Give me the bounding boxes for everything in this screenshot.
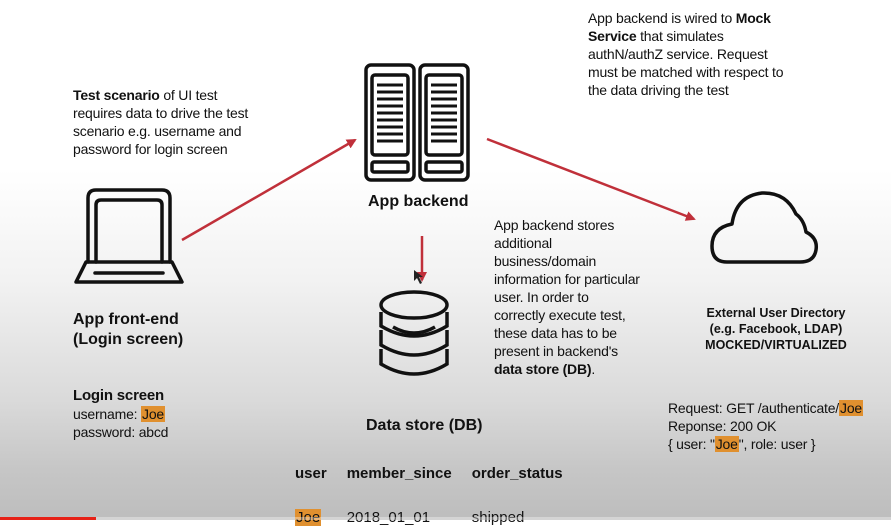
test-scenario-line2: requires data to drive the test [73, 105, 249, 121]
mock-note-bold1: Mock [735, 10, 771, 26]
table-row: Joe 2018_01_01 shipped [295, 486, 583, 526]
frontend-title-line1: App front-end [73, 311, 179, 328]
test-scenario-lead: Test scenario [73, 87, 160, 103]
mouse-cursor-icon [414, 270, 423, 284]
backend-title: App backend [368, 193, 469, 210]
ext-line2: (e.g. Facebook, LDAP) [709, 322, 843, 336]
mock-note-line1: App backend is wired to [588, 10, 736, 26]
ext-line3: MOCKED/VIRTUALIZED [705, 338, 847, 352]
ds-note-line6: correctly execute test, [494, 307, 626, 323]
table-header-row: user member_since order_status [295, 460, 583, 486]
mock-request-response: Request: GET /authenticate/Joe Reponse: … [668, 399, 863, 453]
video-progress-bar[interactable] [0, 517, 891, 520]
test-scenario-line3: scenario e.g. username and [73, 123, 242, 139]
ds-note-bold: data store (DB) [494, 361, 592, 377]
datastore-note: App backend stores additional business/d… [494, 216, 640, 378]
external-directory-label: External User Directory (e.g. Facebook, … [690, 305, 862, 353]
server-rack-icon [364, 63, 470, 182]
body-user: Joe [714, 436, 739, 452]
col-order-status: order_status [471, 464, 563, 482]
username-label: username: [73, 406, 142, 422]
mock-note-line2: that simulates [636, 28, 724, 44]
ext-line1: External User Directory [706, 306, 846, 320]
login-heading: Login screen [73, 387, 164, 404]
ds-note-line5: user. In order to [494, 289, 589, 305]
mock-note-line3: authN/authZ service. Request [588, 46, 768, 62]
mock-note-line5: the data driving the test [588, 82, 729, 98]
col-member-since: member_since [346, 464, 452, 482]
test-scenario-note: Test scenario of UI test requires data t… [73, 86, 248, 158]
ds-note-line1: App backend stores [494, 217, 615, 233]
server-slots [377, 83, 457, 143]
cell-order-status: shipped [471, 509, 525, 526]
col-user: user [295, 464, 327, 482]
frontend-title: App front-end (Login screen) [73, 310, 183, 350]
response-line: Reponse: 200 OK [668, 418, 777, 434]
mock-note-bold2: Service [588, 28, 637, 44]
login-screen-info: Login screen username: Joe password: abc… [73, 387, 168, 441]
cell-member-since: 2018_01_01 [346, 509, 431, 526]
password-label: password: [73, 424, 139, 440]
cell-user: Joe [295, 486, 347, 526]
request-label: Request: GET /authenticate/ [668, 400, 840, 416]
ds-note-line9: . [591, 361, 596, 377]
mock-service-note: App backend is wired to Mock Service tha… [588, 9, 784, 99]
body-post: ", role: user } [738, 436, 816, 452]
username-value: Joe [141, 406, 166, 422]
mock-note-line4: must be matched with respect to [588, 64, 784, 80]
arrow-frontend-to-backend [181, 138, 357, 242]
ds-note-line8: present in backend's [494, 343, 618, 359]
body-pre: { user: " [668, 436, 715, 452]
ds-note-line2: additional [494, 235, 552, 251]
test-scenario-line1: of UI test [159, 87, 218, 103]
database-icon [379, 290, 449, 376]
datastore-title: Data store (DB) [366, 417, 483, 434]
arrow-backend-to-external [486, 137, 696, 221]
test-scenario-line4: password for login screen [73, 141, 228, 157]
laptop-icon [74, 188, 184, 284]
ds-note-line7: these data has to be [494, 325, 617, 341]
video-progress-fill [0, 517, 97, 520]
cloud-icon [710, 191, 819, 264]
request-user: Joe [839, 400, 863, 416]
password-value: abcd [138, 424, 169, 440]
ds-note-line3: business/domain [494, 253, 597, 269]
frontend-title-line2: (Login screen) [73, 331, 184, 348]
ds-note-line4: information for particular [494, 271, 640, 287]
